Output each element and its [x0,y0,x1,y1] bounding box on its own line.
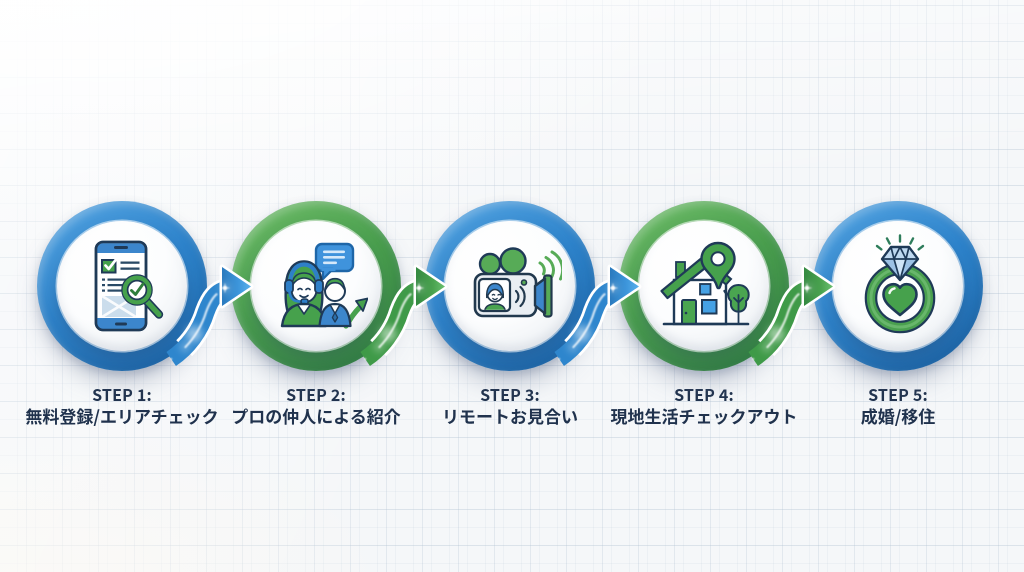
step-4-disc [639,221,769,351]
step-4-title: STEP 4: [674,382,734,406]
step-1-title: STEP 1: [92,382,152,406]
step-1-disc [57,221,187,351]
step-5-label: STEP 5: 成婚/移住 [788,382,1008,428]
step-3-disc [445,221,575,351]
step-3-title: STEP 3: [480,382,540,406]
arrow-step2-step3 [365,267,445,359]
step-1-label: STEP 1: 無料登録/エリアチェック [12,382,232,428]
step-1: STEP 1: 無料登録/エリアチェック [12,201,232,426]
step-5-caption: 成婚/移住 [860,403,936,428]
arrow-step4-step5 [753,267,833,359]
step-3-label: STEP 3: リモートお見合い [400,382,620,428]
step-5-disc [833,221,963,351]
step-5-title: STEP 5: [868,382,928,406]
step-5: STEP 5: 成婚/移住 [788,201,1008,426]
step-4-caption: 現地生活チェックアウト [610,403,798,428]
step-2-title: STEP 2: [286,382,346,406]
step-1-caption: 無料登録/エリアチェック [25,403,219,428]
matchmaker-headset-icon [280,242,368,329]
diamond-ring-heart-icon [864,234,936,334]
arrow-step1-step2 [171,267,251,359]
arrow-step3-step4 [559,267,639,359]
step-2-label: STEP 2: プロの仲人による紹介 [206,382,426,428]
step-2-caption: プロの仲人による紹介 [231,403,401,428]
smartphone-search-icon [94,240,164,332]
step-3-caption: リモートお見合い [442,403,578,428]
house-location-pin-icon [660,241,750,326]
video-camera-icon [473,247,562,318]
step-5-ring [813,201,983,371]
step-4-label: STEP 4: 現地生活チェックアウト [594,382,814,428]
step-2-disc [251,221,381,351]
step-2: STEP 2: プロの仲人による紹介 [206,201,426,426]
